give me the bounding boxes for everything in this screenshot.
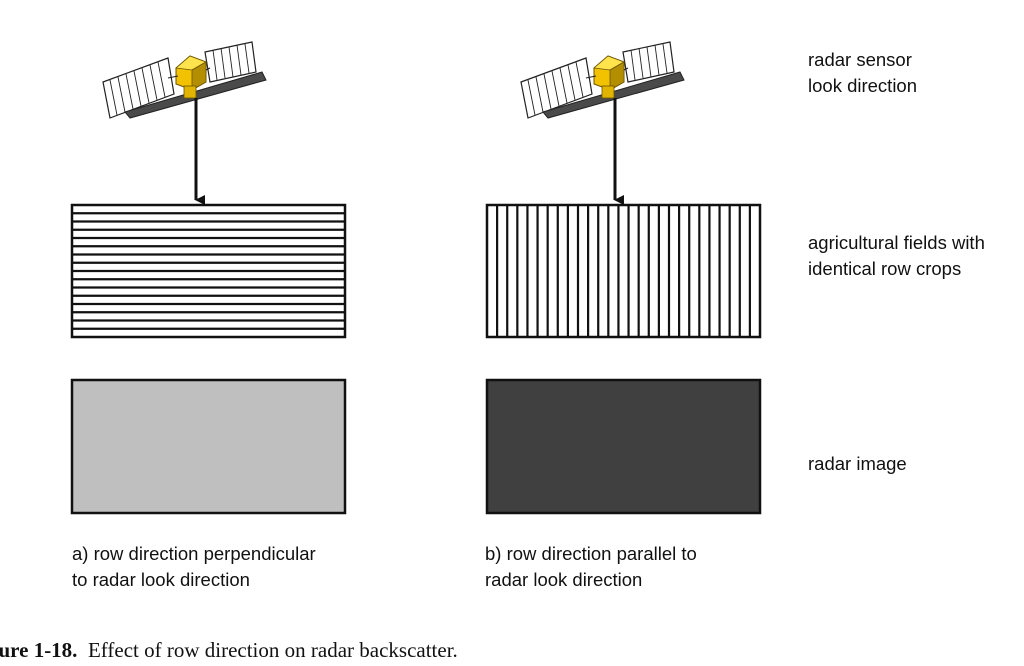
figure-number: gure 1-18. xyxy=(0,638,78,662)
caption-b-line2: radar look direction xyxy=(485,569,643,590)
caption-a-line2: to radar look direction xyxy=(72,569,250,590)
caption-b-line1: b) row direction parallel to xyxy=(485,543,697,564)
label-radar-sensor-line1: radar sensor xyxy=(808,49,912,70)
label-radar-sensor: radar sensor look direction xyxy=(808,47,917,99)
satellite-a-icon xyxy=(102,41,267,119)
label-radar-sensor-line2: look direction xyxy=(808,75,918,96)
caption-a-line1: a) row direction perpendicular xyxy=(72,543,316,564)
label-radar-image-text: radar image xyxy=(808,453,907,474)
caption-panel-b: b) row direction parallel to radar look … xyxy=(485,541,697,593)
figure-caption: gure 1-18. Effect of row direction on ra… xyxy=(0,636,458,664)
figure-title: Effect of row direction on radar backsca… xyxy=(87,638,458,662)
field-a-horizontal-rows xyxy=(70,203,347,339)
radar-image-a xyxy=(70,378,347,515)
caption-panel-a: a) row direction perpendicular to radar … xyxy=(72,541,316,593)
satellite-b-icon xyxy=(520,41,685,119)
label-radar-image: radar image xyxy=(808,451,907,477)
field-b-vertical-rows xyxy=(485,203,762,339)
label-fields-line1: agricultural fields with xyxy=(808,232,985,253)
radar-image-b xyxy=(485,378,762,515)
label-agricultural-fields: agricultural fields with identical row c… xyxy=(808,230,985,282)
label-fields-line2: identical row crops xyxy=(808,258,962,279)
